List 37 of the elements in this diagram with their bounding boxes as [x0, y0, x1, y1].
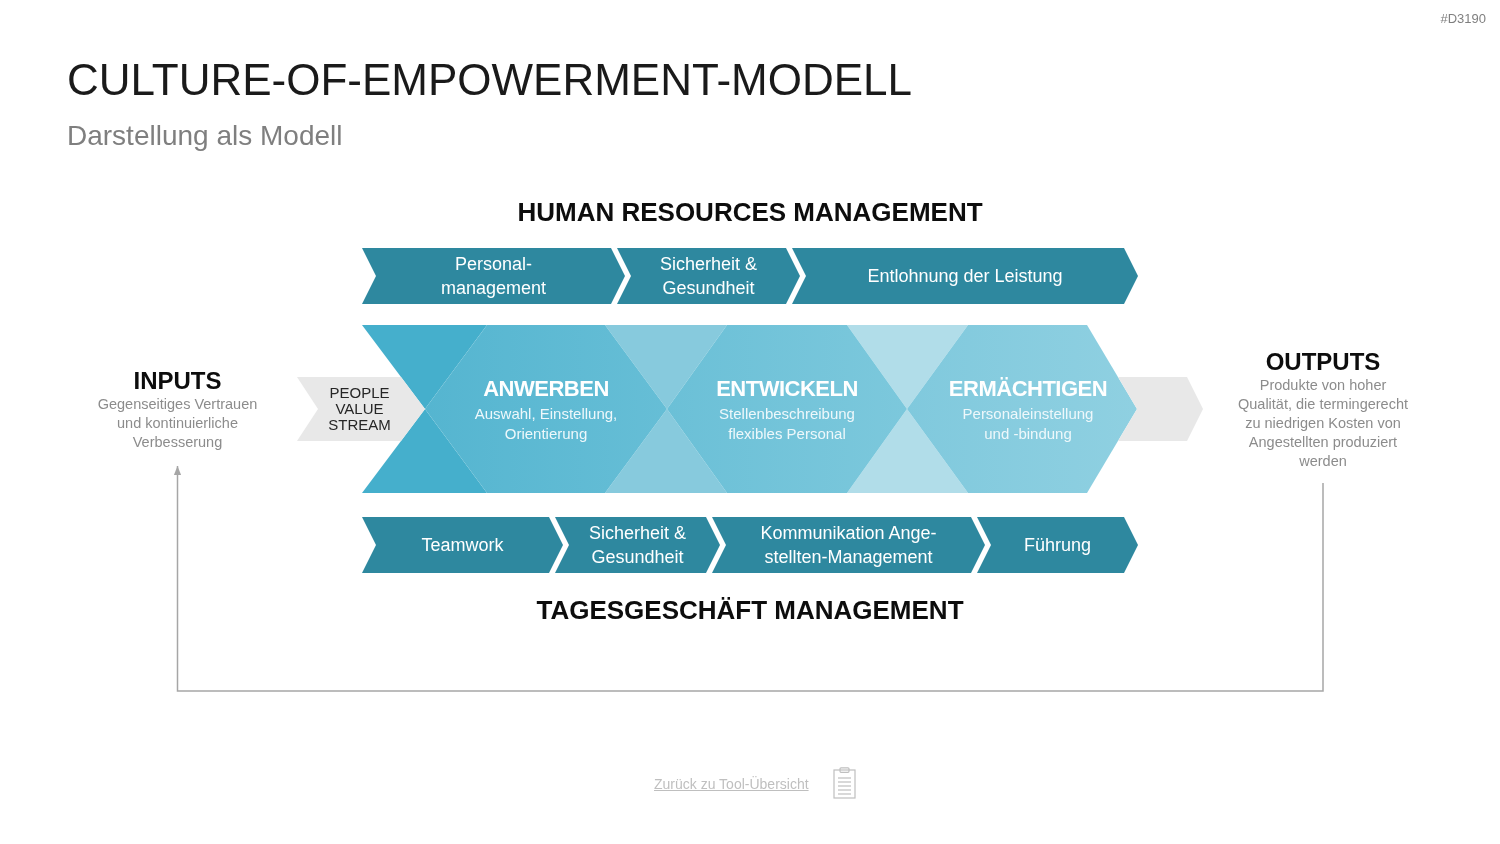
- process-step: [362, 517, 563, 573]
- description-text: Produkte von hoher Qualität, die termingerecht zu niedrigen Kosten von Angestellten produziert werden: [1236, 376, 1410, 471]
- section-heading: OUTPUTS: [1265, 348, 1381, 376]
- step-label: Führung: [1023, 534, 1091, 557]
- stage-title: ERMÄCHTIGEN: [948, 375, 1108, 403]
- process-step: [977, 517, 1138, 573]
- step-label: Sicherheit & Gesundheit: [658, 253, 759, 300]
- stage-hexagon: [425, 325, 667, 493]
- back-link: Zurück zu Tool-Übersicht: [654, 775, 809, 793]
- step-label: Personal- management: [439, 253, 548, 300]
- stage-title: ANWERBEN: [483, 375, 609, 403]
- stream-label: PEOPLE VALUE STREAM: [327, 385, 392, 433]
- return-arrow: [173, 465, 1324, 692]
- step-label: Teamwork: [421, 534, 504, 557]
- step-label: Entlohnung der Leistung: [867, 265, 1063, 288]
- stage-hexagon: [667, 325, 907, 493]
- step-label: Sicherheit & Gesundheit: [587, 522, 688, 569]
- process-step: [712, 517, 985, 573]
- stage-title: ENTWICKELN: [716, 375, 858, 403]
- stage-hexagon: [907, 325, 1137, 493]
- process-step: [555, 517, 720, 573]
- slide-subtitle: Darstellung als Modell: [67, 119, 343, 153]
- description-text: Gegenseitiges Vertrauen und kontinuierliche Verbesserung: [96, 395, 259, 452]
- process-step: [617, 248, 800, 304]
- slide-title: CULTURE-OF-EMPOWERMENT-MODELL: [67, 54, 912, 106]
- row-heading: TAGESGESCHÄFT MANAGEMENT: [536, 595, 964, 625]
- stage-description: Stellenbeschreibung flexibles Personal: [718, 404, 856, 444]
- row-heading: HUMAN RESOURCES MANAGEMENT: [517, 197, 983, 227]
- stage-description: Auswahl, Einstellung, Orientierung: [473, 404, 619, 444]
- section-heading: INPUTS: [133, 367, 222, 395]
- stream-chevron: [297, 377, 425, 441]
- step-label: Kommunikation Ange- stellten-Management: [759, 522, 938, 569]
- stage-description: Personaleinstellung und -bindung: [961, 404, 1095, 444]
- process-step: [792, 248, 1138, 304]
- reference-code: #D3190: [1440, 11, 1486, 27]
- arrow-chevron: [1118, 377, 1203, 441]
- process-step: [362, 248, 625, 304]
